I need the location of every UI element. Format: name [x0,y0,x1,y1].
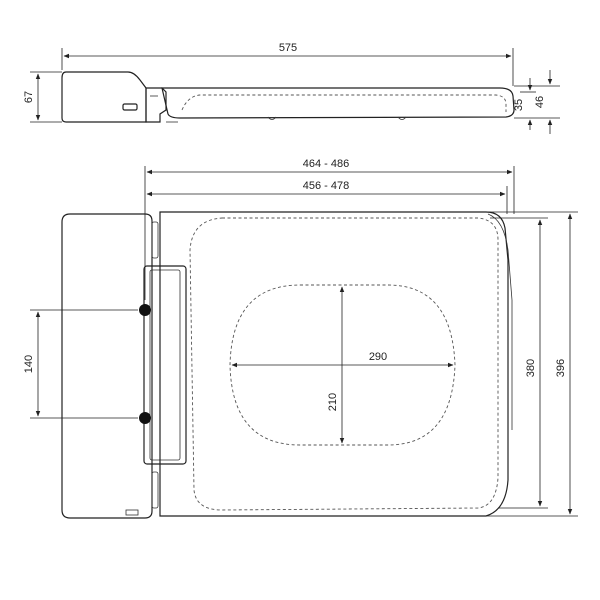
dim-opening-width: 290 [231,351,454,368]
dim-text-opening-depth: 210 [327,393,339,411]
dim-text-height: 67 [23,91,35,103]
dim-outer-range: 464 - 486 [144,158,515,300]
top-hinge-plate [143,265,187,465]
dim-height-35: 35 [513,78,536,130]
top-hinge-tab-lower [151,471,159,509]
dim-text-35: 35 [513,99,525,111]
dim-text-hinge-spacing: 140 [23,355,35,373]
dim-text-length: 575 [279,42,297,54]
dim-inner-range: 456 - 478 [146,180,508,214]
hinge-bolt-lower [139,412,151,424]
dim-text-opening-width: 290 [369,351,387,363]
side-seat-lid [161,87,515,119]
top-hinge-tab-upper [151,221,159,259]
dim-length-575: 575 [61,42,514,86]
top-view: 290 210 140 464 - 486 456 - 478 [23,158,578,519]
dim-height-67: 67 [23,71,62,123]
top-seat-hidden-contour [189,217,499,511]
side-bumper-2 [397,116,407,120]
top-seat-lid [159,211,509,517]
side-release-button [122,103,138,111]
side-bumper-1 [267,116,277,120]
hinge-bolt-upper [139,304,151,316]
dim-opening-depth: 210 [327,286,345,444]
dim-hinge-spacing: 140 [23,309,138,419]
dim-total-width: 396 [486,211,578,517]
top-rear-body [61,213,153,519]
side-rear-body [61,71,147,123]
dim-text-seat-width: 380 [525,359,537,377]
side-seat-hidden-line [181,94,507,112]
top-rear-slot [125,509,139,516]
dim-seat-width: 380 [490,217,548,509]
dim-text-inner-range: 456 - 478 [303,180,349,192]
dim-height-46: 46 [514,70,560,134]
dim-text-outer-range: 464 - 486 [303,158,349,170]
top-hinge-plate-inner [149,269,181,461]
top-seat-lid-edge [487,213,513,430]
side-view: 575 67 46 35 [23,42,560,134]
dim-text-total-width: 396 [555,359,567,377]
dim-text-46: 46 [534,96,546,108]
